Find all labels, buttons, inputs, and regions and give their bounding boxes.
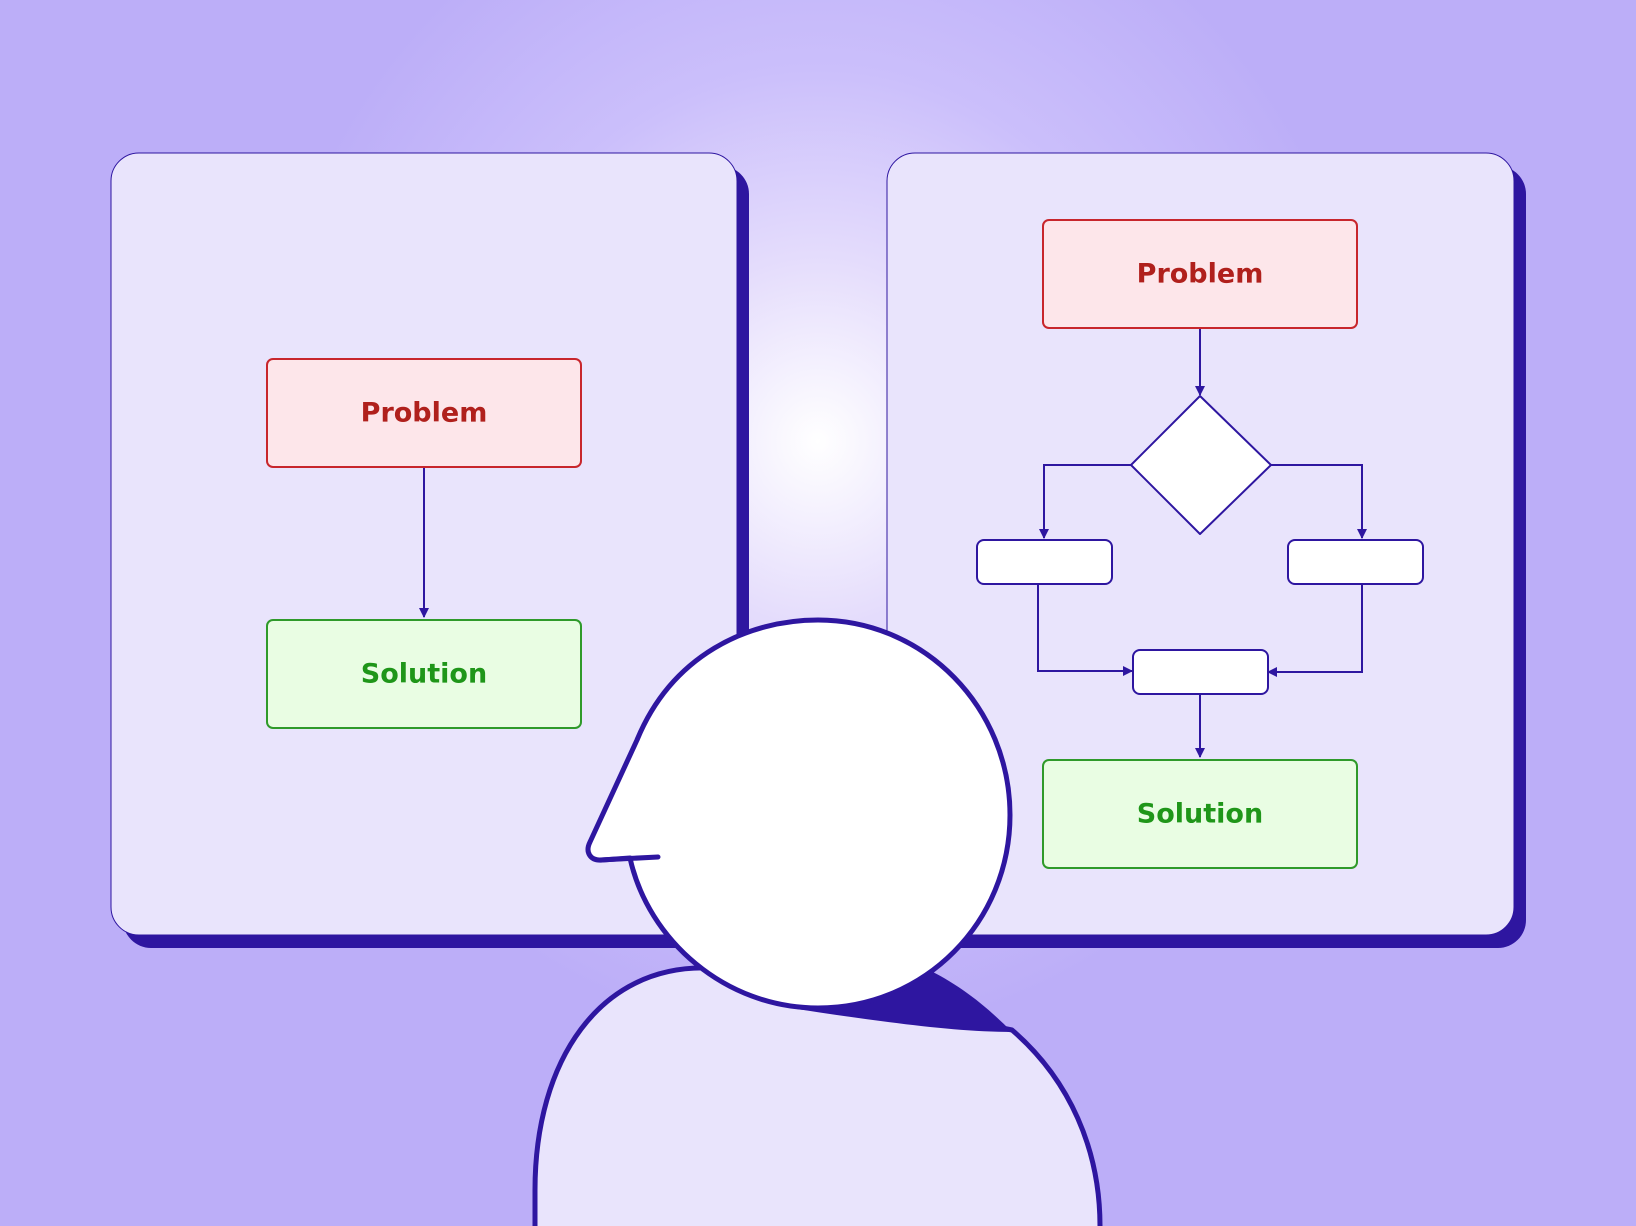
merge-process-box bbox=[1132, 649, 1269, 695]
right-solution-box bbox=[1042, 759, 1358, 869]
neck-shadow bbox=[790, 968, 1012, 1032]
right-solution-label: Solution bbox=[1137, 799, 1263, 830]
right-card: Problem Solution bbox=[886, 152, 1526, 948]
person-figure bbox=[532, 617, 1103, 1226]
right-card-panel bbox=[886, 152, 1515, 936]
left-problem-box bbox=[266, 358, 582, 468]
left-solution-label: Solution bbox=[361, 659, 487, 690]
right-process-box bbox=[1287, 539, 1424, 585]
right-problem-box bbox=[1042, 219, 1358, 329]
person-head-icon bbox=[585, 617, 1013, 1011]
right-connectors bbox=[1037, 329, 1367, 758]
left-process-box bbox=[976, 539, 1113, 585]
connector-decision-to-right-step bbox=[1271, 464, 1367, 539]
connector-decision-to-left-step bbox=[1039, 464, 1131, 539]
nose-line bbox=[597, 854, 661, 863]
left-problem-label: Problem bbox=[361, 398, 488, 429]
connector-left-step-to-merge bbox=[1037, 585, 1133, 676]
decision-diamond bbox=[1130, 395, 1272, 535]
left-card: Problem Solution bbox=[110, 152, 749, 948]
right-problem-label: Problem bbox=[1137, 259, 1264, 290]
connector-right-step-to-merge bbox=[1267, 585, 1363, 677]
left-solution-box bbox=[266, 619, 582, 729]
